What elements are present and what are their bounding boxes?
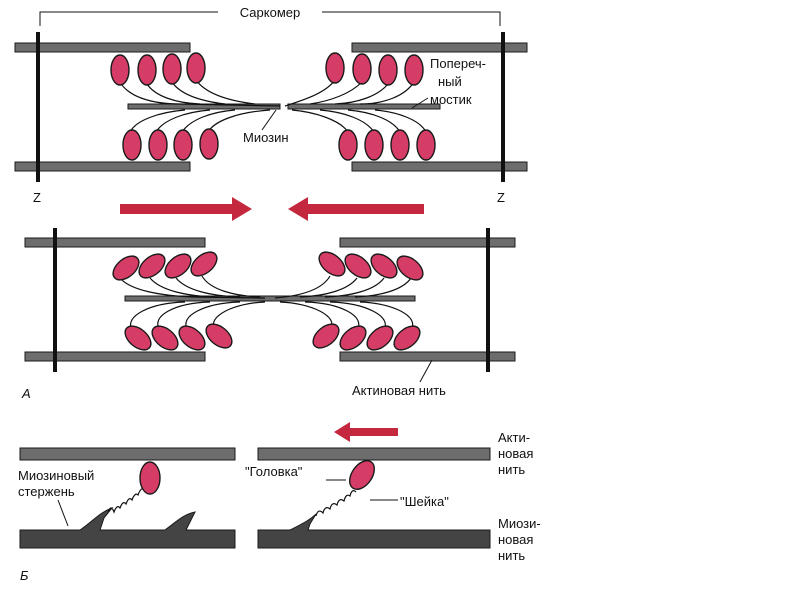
myosin-head — [416, 129, 436, 161]
myosin-head — [338, 129, 358, 161]
contraction-arrows — [120, 197, 424, 221]
myosin-head — [396, 255, 424, 281]
myosin-heads-top-right — [318, 251, 424, 281]
myosin-head — [138, 253, 166, 279]
arrow-left-icon — [288, 197, 424, 221]
cross-bridges-bottom-left — [129, 301, 266, 331]
actin-filament — [257, 447, 491, 461]
relaxed-sarcomere: Саркомер — [14, 5, 528, 205]
actin-filament — [351, 161, 528, 172]
actin-filament — [14, 42, 191, 53]
myosin-head — [122, 129, 142, 161]
cross-bridges-top-left — [119, 79, 281, 107]
myosin-right-label-3: нить — [498, 548, 525, 563]
myosin-head — [112, 255, 140, 281]
myosin-rod — [19, 506, 236, 549]
panel-b: Миозиновый стержень "Головка" "Шейка" Ак… — [18, 422, 541, 583]
myosin-head — [190, 251, 218, 277]
actin-right-label-3: нить — [498, 462, 525, 477]
myosin-heads-bottom-right — [312, 323, 421, 351]
cross-bridges-top-left — [119, 275, 266, 299]
myosin-head — [110, 54, 130, 86]
actin-filament — [14, 161, 191, 172]
neck-label: "Шейка" — [400, 494, 449, 509]
myosin-label: Миозин — [243, 130, 289, 145]
myosin-head — [404, 54, 424, 86]
actin-filament — [24, 351, 206, 362]
arrow-right-icon — [120, 197, 252, 221]
myosin-rod — [257, 513, 491, 549]
z-label-left: Z — [33, 190, 41, 205]
myosin-heads-bottom-right — [338, 129, 436, 161]
myosin-head — [139, 461, 161, 495]
contracted-sarcomere: А Актиновая нить — [21, 228, 516, 401]
myosin-head — [325, 52, 345, 84]
myosin-head — [344, 253, 372, 279]
myosin-head — [173, 129, 193, 161]
myosin-head — [318, 251, 346, 277]
myosin-head — [370, 253, 398, 279]
myosin-right-label-2: новая — [498, 532, 533, 547]
neck-spring — [315, 490, 357, 517]
actin-filament — [339, 351, 516, 362]
myosin-head — [378, 54, 398, 86]
myosin-head — [348, 459, 376, 491]
myosin-head — [137, 54, 157, 86]
myosin-right-label-1: Миози- — [498, 516, 541, 531]
myosin-head — [364, 129, 384, 161]
myosin-heads-top-left — [110, 52, 206, 86]
cross-bridges-top-right — [274, 275, 412, 299]
myosin-head — [366, 325, 394, 351]
actin-filament — [351, 42, 528, 53]
myosin-head — [148, 129, 168, 161]
cross-bridges-bottom-right — [291, 109, 427, 133]
cross-bridge-label-1: Попереч- — [430, 56, 486, 71]
cross-bridge-label-3: мостик — [430, 92, 472, 107]
cross-bridges-top-right — [284, 79, 415, 107]
myosin-head — [199, 128, 219, 160]
actin-filament-label: Актиновая нить — [352, 383, 446, 398]
actin-filament — [19, 447, 236, 461]
cross-bridges-bottom-right — [279, 301, 414, 331]
myosin-pointer — [261, 109, 277, 131]
arrow-left-icon — [334, 422, 398, 442]
actin-right-label-2: новая — [498, 446, 533, 461]
myosin-head — [205, 323, 233, 349]
actin-right-label-1: Акти- — [498, 430, 530, 445]
myosin-head — [151, 325, 179, 351]
actin-filament — [24, 237, 206, 248]
myosin-head — [124, 325, 152, 351]
myosin-head — [312, 323, 340, 349]
myosin-head — [162, 53, 182, 85]
sarcomere-label: Саркомер — [240, 5, 300, 20]
myosin-head — [178, 325, 206, 351]
myosin-heads-top-right — [325, 52, 424, 86]
myosin-head — [393, 325, 421, 351]
myosin-head — [339, 325, 367, 351]
z-label-right: Z — [497, 190, 505, 205]
actin-filament — [339, 237, 516, 248]
neck-spring — [107, 488, 145, 514]
myosin-heads-top-left — [112, 251, 218, 281]
myosin-rod-label-1: Миозиновый — [18, 468, 94, 483]
panel-b-label: Б — [20, 568, 29, 583]
panel-a-label: А — [21, 386, 31, 401]
cross-bridge-pointer — [411, 97, 429, 109]
myosin-head — [390, 129, 410, 161]
cross-bridges-bottom-left — [129, 109, 271, 133]
myosin-rod-pointer — [57, 499, 69, 527]
sarcomere-bracket — [39, 11, 501, 26]
myosin-head — [352, 53, 372, 85]
actin-filament-pointer — [419, 359, 433, 383]
head-label: "Головка" — [245, 464, 303, 479]
cross-bridge-label-2: ный — [438, 74, 462, 89]
myosin-head — [186, 52, 206, 84]
myosin-head — [164, 253, 192, 279]
myosin-rod-label-2: стержень — [18, 484, 75, 499]
myosin-heads-bottom-left — [124, 323, 233, 351]
myosin-heads-bottom-left — [122, 128, 219, 161]
myosin-filament — [124, 295, 416, 302]
